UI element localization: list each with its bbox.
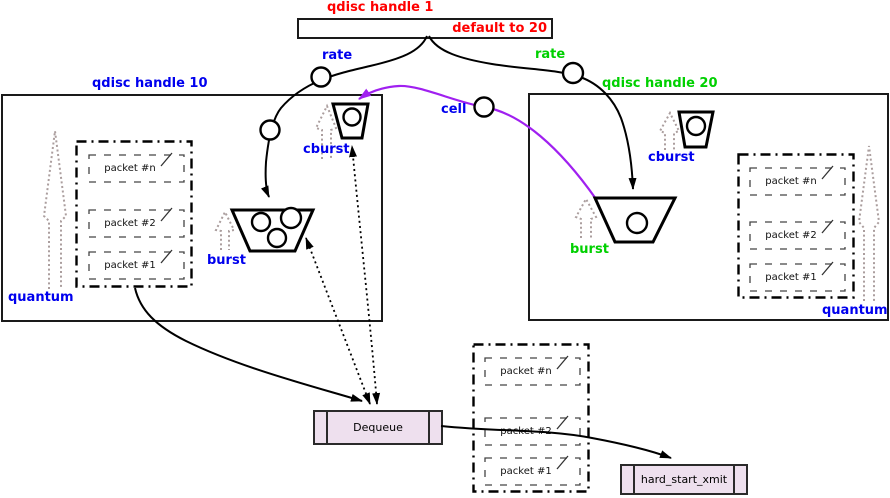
cell-label: cell — [441, 102, 467, 117]
packet-item: packet #1 — [484, 455, 582, 487]
hard-start-xmit-node: hard_start_xmit — [620, 464, 748, 495]
rate-label-right: rate — [535, 47, 566, 62]
node-divider — [326, 412, 328, 443]
packet-item: packet #1 — [749, 261, 847, 293]
root-qdisc-box: default to 20 — [297, 18, 553, 39]
queue-border — [75, 140, 193, 288]
quantum-label-left: quantum — [8, 290, 74, 305]
packet-item: packet #n — [749, 165, 847, 197]
class-20-box — [528, 93, 889, 321]
default-class-badge: default to 20 — [452, 21, 547, 36]
rate-token — [310, 66, 332, 88]
hard-start-xmit-label: hard_start_xmit — [640, 473, 728, 486]
node-divider — [633, 466, 635, 493]
class-10-packet-queue: packet #n packet #2 packet #1 — [75, 140, 193, 288]
packet-item: packet #2 — [749, 219, 847, 251]
cell-token — [473, 96, 495, 118]
packet-item: packet #2 — [484, 415, 582, 447]
output-packet-queue: packet #n packet #2 packet #1 — [472, 343, 590, 493]
dequeue-node: Dequeue — [313, 410, 443, 445]
burst-label-left: burst — [207, 253, 246, 268]
cburst-label-left: cburst — [303, 142, 350, 157]
class-20-packet-queue: packet #n packet #2 packet #1 — [737, 153, 855, 299]
packet-item: packet #2 — [88, 207, 186, 239]
root-qdisc-title: qdisc handle 1 — [327, 0, 434, 15]
rate-token — [561, 61, 585, 85]
queue-border — [737, 153, 855, 299]
cburst-label-right: cburst — [648, 150, 695, 165]
quantum-label-right: quantum — [822, 303, 888, 318]
node-divider — [428, 412, 430, 443]
packet-item: packet #n — [88, 152, 186, 184]
node-divider — [733, 466, 735, 493]
burst-label-right: burst — [570, 242, 609, 257]
packet-item: packet #n — [484, 355, 582, 387]
class-10-title: qdisc handle 10 — [92, 76, 208, 91]
rate-label-left: rate — [322, 48, 353, 63]
packet-item: packet #1 — [88, 249, 186, 281]
dequeue-label: Dequeue — [353, 421, 403, 434]
class-20-title: qdisc handle 20 — [602, 76, 718, 91]
